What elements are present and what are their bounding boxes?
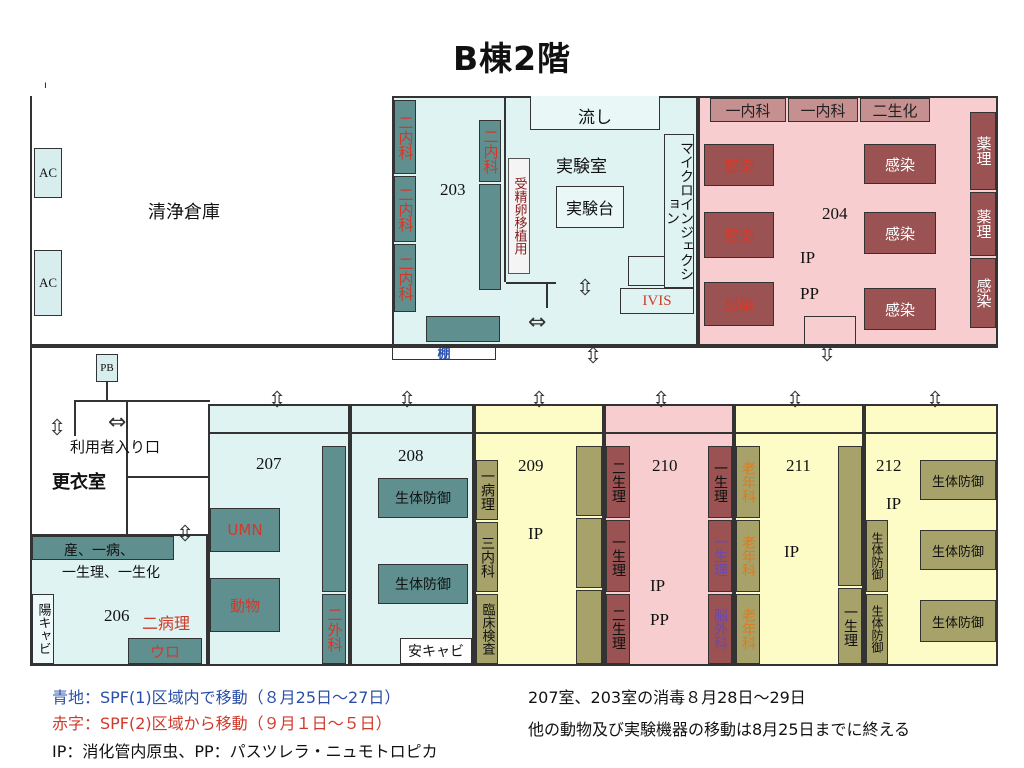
unit: 薬理 [970,192,996,256]
shelf: 棚 [392,346,496,362]
lab-bench: 実験台 [556,186,624,228]
unit: 二内科 [394,176,416,242]
unit: 生体防御 [378,564,468,604]
ip-label: IP [650,576,666,595]
unit: 二生理 [606,446,630,518]
entrance-label: 利用者入り口 [70,438,161,456]
unit: 感染 [970,258,996,328]
note-move-deadline: 他の動物及び実験機器の移動は8月25日までに終える [528,720,911,739]
unit: 一病理 [476,460,498,520]
lab-label: 実験室 [556,157,607,177]
room-label: 清浄倉庫 [148,202,220,223]
unit: 老年科 [736,594,760,664]
room-number: 206 [104,606,130,625]
arrow-vertical-icon: ⇳ [652,388,671,413]
unit: 感染 [864,144,936,184]
unit: 動物 [210,578,280,632]
unit: 二外科 [322,594,346,664]
unit: 一内科 [710,98,786,122]
micro-injection-label: マイクロインジェクション [664,134,694,288]
pp-label: PP [800,284,819,303]
unit: 生体防御 [920,460,996,500]
room-203 [392,96,698,346]
legend-red: 赤字：SPF(2)区域から移動（９月１日〜５日） [52,714,392,733]
ip-label: IP [784,542,800,561]
room-number: 204 [822,204,848,223]
room-number: 210 [652,456,678,475]
unit: 感染 [864,288,936,330]
unit: 一生理 [606,520,630,592]
unit: 生体防御 [920,530,996,570]
ac-unit: AC [34,148,62,198]
unit: 一生理 [838,588,862,664]
unit-block [479,184,501,290]
room-number: 207 [256,454,282,473]
cabinet [426,316,500,342]
arrow-vertical-icon: ⇳ [584,344,603,369]
legend-blue: 青地：SPF(1)区域内で移動（８月25日〜27日） [52,688,401,707]
unit: 老年科 [736,446,760,518]
cabinet-label: 安キャビ [400,638,472,664]
arrow-vertical-icon: ⇳ [268,388,287,413]
arrow-vertical-icon: ⇳ [48,416,67,441]
arrow-vertical-icon: ⇳ [398,388,417,413]
room-number: 208 [398,446,424,465]
unit: 二生理 [606,594,630,664]
arrow-vertical-icon: ⇳ [786,388,805,413]
arrow-horizontal-icon: ⇔ [528,310,547,335]
arrow-vertical-icon: ⇳ [926,388,945,413]
room-number: 209 [518,456,544,475]
unit: 二内科 [394,244,416,312]
unit: 二生化 [860,98,930,122]
ip-label: IP [886,494,902,513]
room-number: 203 [440,180,466,199]
room-number: 211 [786,456,811,475]
arrow-vertical-icon: ⇳ [818,342,837,367]
unit: 生体防御 [378,478,468,518]
unit: 一生理 [708,446,732,518]
unit: 生体防御 [920,600,996,642]
ivis-label: IVIS [620,288,694,314]
egg-transfer-label: 受精卵移植用 [508,158,530,274]
arrow-vertical-icon: ⇳ [530,388,549,413]
unit-label: 二病理 [142,614,191,633]
note: 一生理、一生化 [62,565,160,581]
unit: 感染 [704,282,774,326]
unit: 一内科 [788,98,858,122]
unit: 老年科 [736,520,760,592]
arrow-horizontal-icon: ⇔ [108,410,127,435]
unit: 二内科 [394,100,416,174]
unit: 感染 [704,212,774,258]
page-title: B棟2階 [452,39,572,78]
cabinet-label: 陽キャビ [32,594,54,664]
ip-label: IP [800,248,816,267]
unit: 三内科 [476,522,498,592]
note-disinfection: 207室、203室の消毒８月28日〜29日 [528,688,806,707]
arrow-vertical-icon: ⇳ [576,276,595,301]
room-clean-storage [30,96,392,346]
note: 産、一病、 [64,543,134,559]
locker-room-label: 更衣室 [52,472,106,493]
unit: 二内科 [479,120,501,182]
sink-label: 流し [578,108,612,128]
room-208 [350,404,474,666]
room-number: 212 [876,456,902,475]
unit: 一生理 [708,520,732,592]
unit: 生体防御 [866,594,888,664]
unit: ウロ [128,638,202,664]
sink-area [530,96,660,130]
ac-unit: AC [34,250,62,316]
unit: 感染 [704,144,774,186]
unit: 薬理 [970,112,996,190]
unit: 臨床検査 [476,594,498,664]
pb-box: PB [96,354,118,382]
unit: UMN [210,508,280,552]
arrow-vertical-icon: ⇳ [176,522,195,547]
ip-label: IP [528,524,544,543]
unit: 生体防御 [866,520,888,592]
unit: 脳外科 [708,594,732,664]
pp-label: PP [650,610,669,629]
legend-ip-pp: IP：消化管内原虫、PP：パスツレラ・ニュモトロピカ [52,742,438,761]
unit: 感染 [864,212,936,254]
